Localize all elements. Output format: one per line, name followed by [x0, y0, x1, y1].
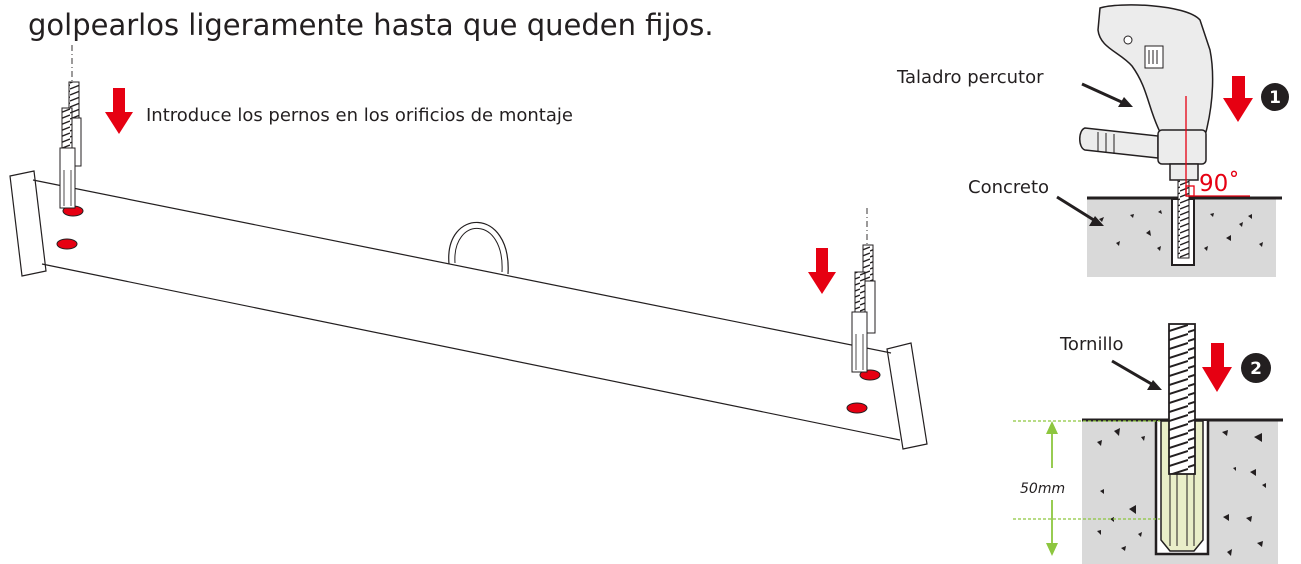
down-arrow-red [1202, 343, 1232, 392]
depth-label: 50mm [1020, 481, 1065, 497]
bolt-anchor-right [851, 208, 876, 373]
base-left-end-plate [9, 170, 47, 277]
insert-bolts-label: Introduce los pernos en los orificios de… [146, 105, 573, 126]
step-number-1: 1 [1269, 88, 1281, 108]
base-bar [9, 170, 928, 450]
step-badge-2 [1241, 353, 1271, 383]
hammer-drill-icon [1079, 4, 1250, 259]
instruction-text: golpearlos ligeramente hasta que queden … [28, 8, 714, 42]
depth-dimension [1013, 420, 1160, 556]
mounting-hole [56, 238, 78, 250]
hammer-drill-label: Taladro percutor [896, 67, 1044, 88]
down-arrow-red [808, 248, 836, 294]
mounting-hole [846, 402, 868, 414]
step-badge-1 [1261, 83, 1289, 111]
screw-label: Tornillo [1059, 334, 1123, 355]
concrete-label: Concreto [968, 177, 1049, 198]
down-arrow-red [1223, 76, 1253, 122]
center-handle [448, 221, 509, 275]
screw-icon [1168, 323, 1196, 475]
step-number-2: 2 [1250, 359, 1262, 379]
angle-label: 90˚ [1199, 170, 1240, 197]
base-right-end-plate [886, 342, 928, 450]
bolt-anchor-left [59, 45, 82, 209]
down-arrow-red [105, 88, 133, 134]
